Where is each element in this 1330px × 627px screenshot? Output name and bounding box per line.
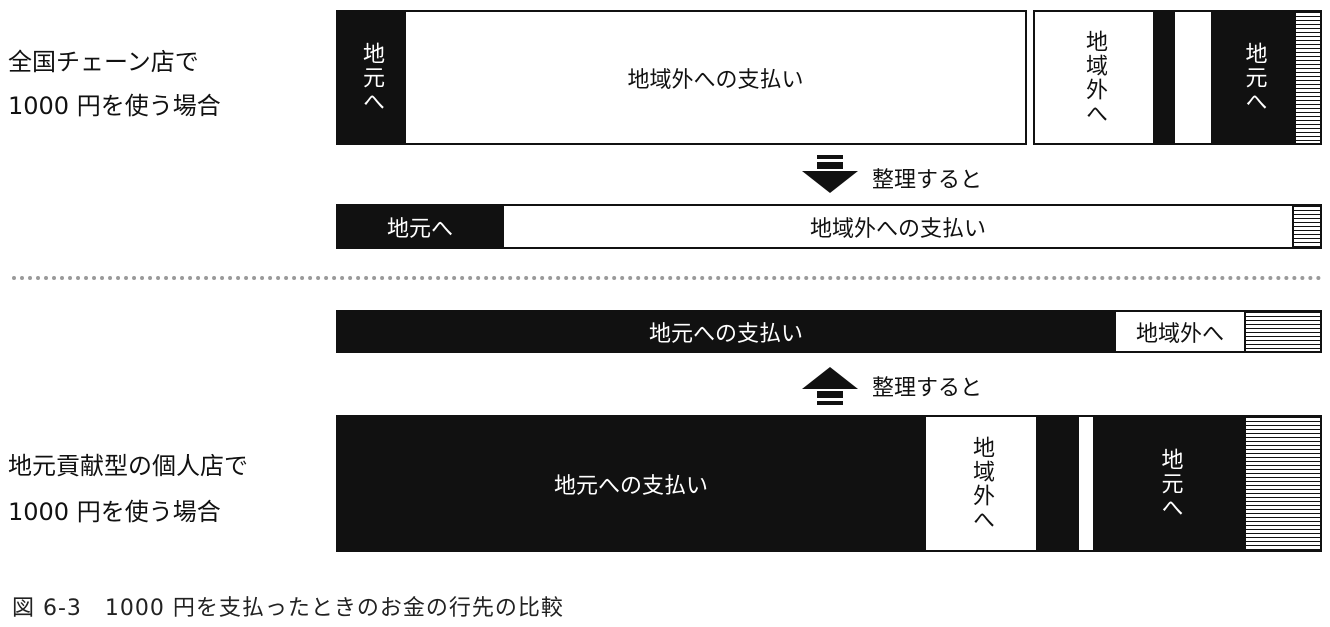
- section-divider: [12, 276, 1322, 280]
- top-summary-outside-label: 地域外への支払い: [809, 216, 986, 242]
- top-arrow-note: 整理すると: [872, 168, 983, 193]
- top-bar-local-segment: 地元へ: [336, 10, 406, 145]
- bottom-case-label-line1: 地元貢献型の個人店で: [8, 452, 248, 480]
- top-summary-bar: 地元へ 地域外への支払い: [336, 204, 1322, 249]
- top-summary-local-label: 地元へ: [386, 216, 453, 242]
- bottom-bar-outside-segment: 地域外へ: [924, 415, 1038, 552]
- bottom-bar-local-segment: 地元への支払い: [336, 415, 926, 552]
- top-detailed-bar: 地元へ 地域外への支払い 地域外へ 地元へ: [336, 10, 1322, 145]
- top-bar-outside-small-segment: 地域外へ: [1033, 10, 1155, 145]
- bottom-bar-local-label: 地元への支払い: [553, 473, 708, 499]
- bottom-case-label-line2: 1000 円を使う場合: [8, 498, 221, 526]
- bottom-bar-outside-vertical-label: 地域外へ: [969, 435, 994, 532]
- top-bar-local-vertical-label: 地元へ: [1241, 41, 1267, 114]
- top-summary-striped-segment: [1292, 204, 1322, 249]
- top-bar-outside-segment: 地域外への支払い: [404, 10, 1027, 145]
- bottom-summary-local-label: 地元への支払い: [648, 321, 803, 347]
- bottom-bar-local-thin-segment: [1036, 415, 1079, 552]
- top-summary-local-segment: 地元へ: [336, 204, 504, 249]
- top-case-label-line2: 1000 円を使う場合: [8, 92, 221, 120]
- top-bar-outside-thin-segment: [1173, 10, 1213, 145]
- top-bar-local-thin-segment: [1155, 10, 1175, 145]
- top-summary-outside-segment: 地域外への支払い: [502, 204, 1294, 249]
- bottom-bar-local-end-segment: 地元へ: [1093, 415, 1246, 552]
- top-bar-local-label: 地元へ: [359, 41, 384, 114]
- bottom-bar-local-vertical-label: 地元へ: [1157, 447, 1183, 520]
- bottom-summary-outside-label: 地域外へ: [1135, 321, 1224, 347]
- top-bar-striped-segment: [1294, 10, 1322, 145]
- top-bar-outside-label: 地域外への支払い: [627, 67, 804, 93]
- figure-caption: 図 6-3 1000 円を支払ったときのお金の行先の比較: [12, 596, 564, 621]
- bottom-summary-striped-segment: [1244, 310, 1322, 353]
- bottom-detailed-bar: 地元への支払い 地域外へ 地元へ: [336, 415, 1322, 552]
- bottom-summary-local-segment: 地元への支払い: [336, 310, 1116, 353]
- down-arrow-icon: [802, 155, 858, 193]
- bottom-arrow-note: 整理すると: [872, 376, 983, 401]
- top-bar-local-end-segment: 地元へ: [1211, 10, 1296, 145]
- bottom-bar-striped-segment: [1244, 415, 1322, 552]
- bottom-summary-bar: 地元への支払い 地域外へ: [336, 310, 1322, 353]
- up-arrow-icon: [802, 367, 858, 405]
- bottom-summary-outside-segment: 地域外へ: [1114, 310, 1246, 353]
- top-case-label-line1: 全国チェーン店で: [8, 48, 199, 76]
- top-bar-outside-vertical-label: 地域外へ: [1082, 29, 1107, 126]
